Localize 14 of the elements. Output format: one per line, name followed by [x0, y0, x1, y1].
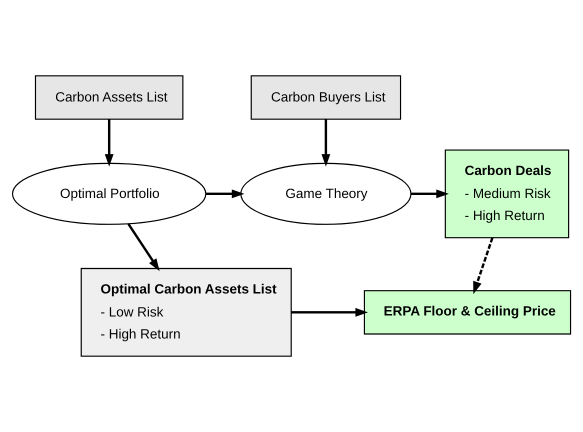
arrow: [206, 189, 244, 198]
arrow: [411, 189, 449, 198]
arrow: [473, 238, 494, 294]
node-ellipse: Game Theory: [240, 162, 412, 225]
arrow: [104, 119, 114, 167]
node-box: Carbon Deals - Medium Risk - High Return: [444, 149, 570, 238]
node-box: ERPA Floor & Ceiling Price: [364, 290, 572, 335]
node-box: Carbon Buyers List: [250, 75, 402, 120]
arrow: [322, 119, 330, 167]
node-box: Optimal Carbon Assets List - Low Risk - High Return: [80, 268, 292, 357]
node-ellipse: Optimal Portfolio: [12, 162, 206, 225]
arrow: [127, 223, 160, 272]
node-box: Carbon Assets List: [34, 75, 184, 120]
arrow: [291, 308, 368, 317]
